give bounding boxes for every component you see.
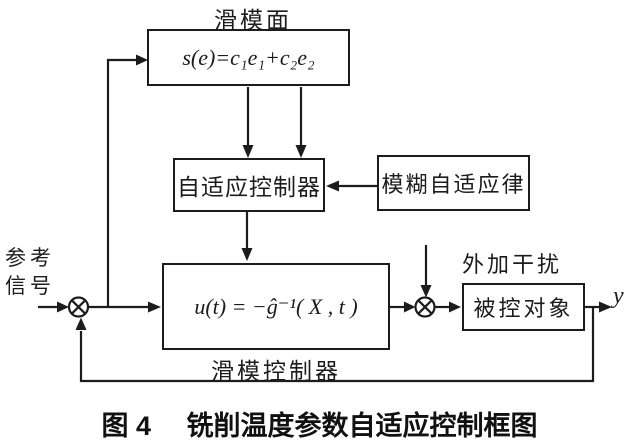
reference-label-line1: 参考 bbox=[5, 246, 55, 270]
arrowhead-controller-1 bbox=[242, 145, 254, 158]
arrowhead-output bbox=[599, 301, 612, 313]
arrowhead-disturbance bbox=[420, 285, 432, 298]
reference-signal-label: 参考 信号 bbox=[5, 244, 65, 300]
figure-caption-number: 图 4 bbox=[101, 411, 151, 441]
arrowhead-feedback bbox=[75, 317, 87, 330]
plant-label: 被控对象 bbox=[473, 296, 574, 321]
plant-box: 被控对象 bbox=[462, 283, 585, 331]
disturbance-label: 外加干扰 bbox=[461, 252, 562, 277]
arrowhead-smc-input bbox=[148, 301, 161, 313]
adaptive-controller-box: 自适应控制器 bbox=[173, 158, 325, 212]
arrowhead-into-junction2 bbox=[404, 301, 416, 313]
sliding-mode-controller-label: 滑模控制器 bbox=[211, 359, 341, 384]
arrowhead-controller-2 bbox=[295, 145, 307, 158]
sliding-mode-controller-box: u(t) = −ĝ⁻¹( X , t ) bbox=[162, 263, 390, 350]
arrowhead-into-plant bbox=[449, 301, 461, 313]
figure-caption: 图 4 铣削温度参数自适应控制框图 bbox=[0, 404, 639, 443]
output-signal-label: y bbox=[613, 283, 624, 309]
sum-junction-1-icon bbox=[67, 296, 90, 318]
arrowhead-into-smc bbox=[241, 248, 253, 261]
arrowhead-into-surface bbox=[136, 54, 148, 66]
sliding-surface-formula: s(e)=c₁e₁+c₂e₂ bbox=[182, 44, 315, 70]
arrowhead-into-junction1 bbox=[57, 301, 69, 313]
error-to-surface-line bbox=[106, 58, 137, 308]
fuzzy-adaptive-law-label: 模糊自适应律 bbox=[381, 172, 526, 197]
sum-junction-2-icon bbox=[414, 296, 436, 318]
sliding-surface-box: s(e)=c₁e₁+c₂e₂ bbox=[147, 29, 350, 86]
reference-label-line2: 信号 bbox=[5, 274, 55, 298]
feedback-line bbox=[79, 308, 595, 383]
figure-caption-title: 铣削温度参数自适应控制框图 bbox=[186, 411, 538, 441]
arrowhead-into-controller bbox=[326, 180, 339, 192]
sliding-surface-title: 滑模面 bbox=[214, 8, 292, 33]
fuzzy-adaptive-law-box: 模糊自适应律 bbox=[377, 155, 530, 211]
adaptive-controller-label: 自适应控制器 bbox=[177, 175, 321, 200]
control-law-formula: u(t) = −ĝ⁻¹( X , t ) bbox=[194, 293, 358, 319]
